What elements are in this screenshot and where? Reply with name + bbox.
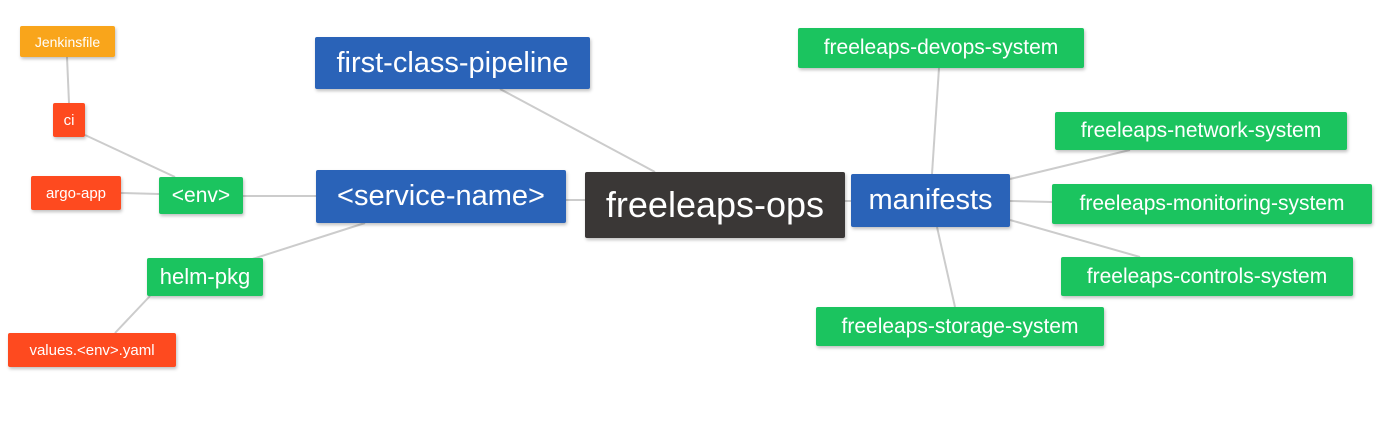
edge-helm-pkg-values [114, 295, 151, 334]
node-env[interactable]: <env> [159, 177, 243, 214]
edge-env-argo-app [120, 192, 160, 195]
node-network-system[interactable]: freeleaps-network-system [1055, 112, 1347, 150]
root-node[interactable]: freeleaps-ops [585, 172, 845, 238]
node-storage-system[interactable]: freeleaps-storage-system [816, 307, 1104, 346]
node-devops-system[interactable]: freeleaps-devops-system [798, 28, 1084, 68]
node-argo-app[interactable]: argo-app [31, 176, 121, 210]
edge-root-first-class-pipeline [499, 88, 656, 173]
node-helm-pkg[interactable]: helm-pkg [147, 258, 263, 296]
edge-manifests-devops [931, 67, 940, 175]
node-jenkinsfile[interactable]: Jenkinsfile [20, 26, 115, 57]
edge-ci-jenkinsfile [66, 56, 70, 104]
edge-manifests-storage [936, 226, 956, 308]
node-ci[interactable]: ci [53, 103, 85, 137]
edge-service-name-helm-pkg [239, 222, 366, 264]
node-service-name[interactable]: <service-name> [316, 170, 566, 223]
edge-manifests-monitoring [1009, 200, 1053, 203]
edge-env-ci [84, 134, 176, 178]
node-monitoring-system[interactable]: freeleaps-monitoring-system [1052, 184, 1372, 224]
node-controls-system[interactable]: freeleaps-controls-system [1061, 257, 1353, 296]
node-manifests[interactable]: manifests [851, 174, 1010, 227]
edge-manifests-network [1009, 149, 1131, 180]
edge-manifests-controls [1009, 219, 1141, 258]
node-values-yaml[interactable]: values.<env>.yaml [8, 333, 176, 367]
node-first-class-pipeline[interactable]: first-class-pipeline [315, 37, 590, 89]
